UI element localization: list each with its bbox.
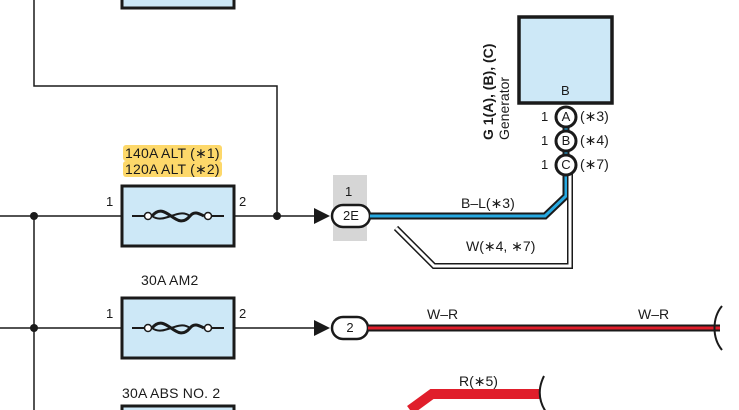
generator-pin-c [554, 153, 578, 177]
generator-id: G 1(A), (B), (C) [480, 43, 496, 140]
generator-pin-a-letter: A [561, 109, 571, 124]
feed-wire [33, 0, 278, 216]
generator-name: Generator [496, 76, 512, 140]
alt-fuse-pin-left: 1 [106, 194, 114, 209]
generator-pin-a-note: (∗3) [580, 108, 609, 124]
generator-pin-c-note: (∗7) [580, 156, 609, 172]
alt-fuse [120, 184, 236, 248]
connector-2-arrow [314, 320, 330, 336]
am2-fuse-pin-right: 2 [239, 306, 247, 321]
bl-wire-label: B–L(∗3) [461, 195, 515, 211]
generator-title: G 1(A), (B), (C) Generator [480, 30, 512, 140]
r-wire-label: R(∗5) [459, 373, 498, 389]
generator-terminal: B [561, 83, 570, 98]
abs-fuse-label: 30A ABS NO. 2 [122, 385, 221, 401]
generator-pin-b-note: (∗4) [580, 132, 609, 148]
abs-fuse [120, 404, 236, 410]
connector-2e-label: 2E [343, 208, 359, 223]
generator-pin-c-num: 1 [541, 157, 549, 172]
w-wire-label: W(∗4, ∗7) [466, 238, 536, 254]
connector-2e-arrow [314, 208, 330, 224]
generator-pin-b-num: 1 [541, 133, 549, 148]
generator-pin-c-letter: C [561, 157, 571, 172]
generator-pin-a-num: 1 [541, 109, 549, 124]
connector-2e-pin: 1 [345, 184, 353, 199]
alt-fuse-label-2: 120A ALT (∗2) [123, 161, 222, 177]
generator-pin-a [554, 105, 578, 129]
top-partial-box [120, 0, 236, 10]
r-wire [407, 389, 540, 410]
generator-pin-b [554, 129, 578, 153]
wr-wire-label-left: W–R [427, 306, 459, 322]
w-wire [393, 172, 573, 269]
wr-wire-break [713, 305, 723, 351]
junction-dot [30, 324, 38, 332]
am2-fuse-pin-left: 1 [106, 306, 114, 321]
junction-dot [273, 212, 281, 220]
generator [517, 15, 614, 177]
generator-pin-b-letter: B [561, 133, 571, 148]
am2-fuse-label: 30A AM2 [141, 272, 199, 288]
alt-fuse-pin-right: 2 [239, 194, 247, 209]
r-wire-break [538, 375, 546, 410]
am2-fuse [120, 296, 236, 360]
connector-2-label: 2 [346, 320, 354, 335]
junction-dot [30, 212, 38, 220]
alt-fuse-label-1: 140A ALT (∗1) [123, 145, 222, 161]
wr-wire-label-right: W–R [638, 306, 670, 322]
